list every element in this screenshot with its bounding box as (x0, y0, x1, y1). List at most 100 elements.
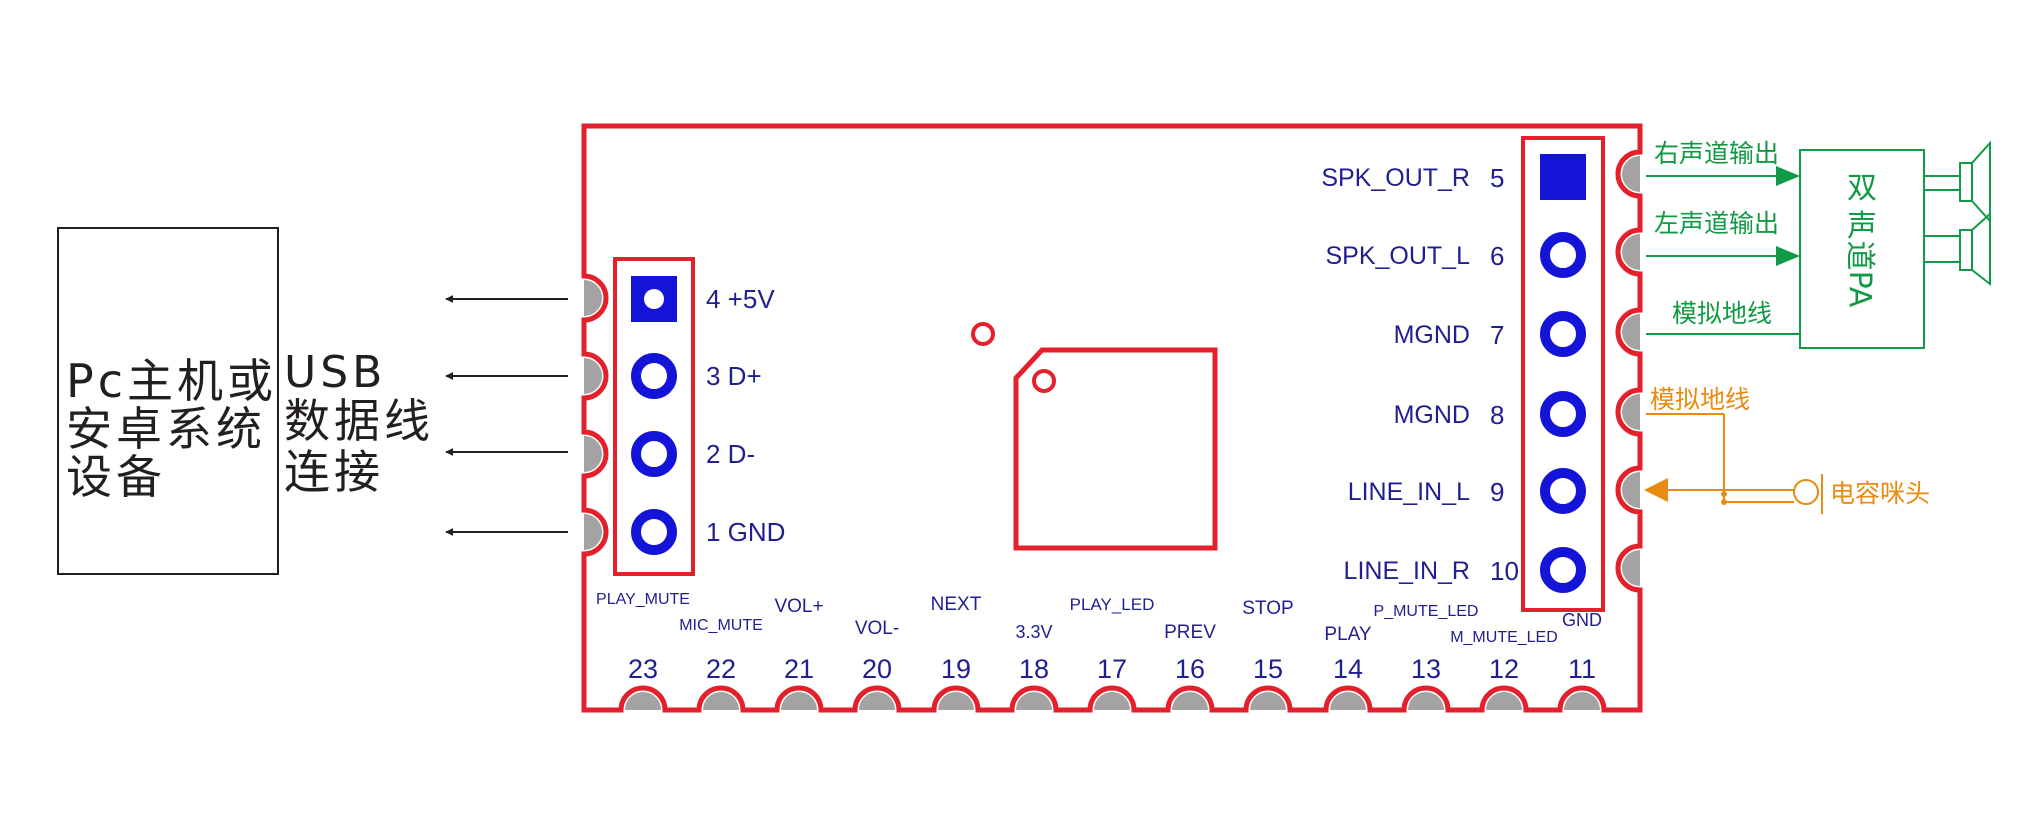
castellated-pad-right (1622, 234, 1640, 270)
bottom-pin-number: 21 (784, 654, 814, 684)
audio-pin-number: 10 (1490, 556, 1519, 586)
castellated-pad-left (584, 514, 602, 550)
usb-pin-round (631, 431, 677, 477)
audio-pin-round (1540, 468, 1586, 514)
bottom-pin-number: 15 (1253, 654, 1283, 684)
spk-r-label: 右声道输出 (1654, 139, 1779, 168)
mic-label: 电容咪头 (1830, 479, 1930, 508)
speaker-section: 右声道输出 左声道输出 模拟地线 双 声 道PA (1646, 139, 1991, 349)
bottom-pin-name: NEXT (931, 594, 982, 615)
bottom-pin-number: 19 (941, 654, 971, 684)
castellated-pad-right (1622, 314, 1640, 350)
audio-pin-name: SPK_OUT_R (1321, 164, 1470, 192)
audio-pin-name: MGND (1394, 401, 1470, 429)
castellated-pads (584, 156, 1640, 710)
bottom-pin-number: 20 (862, 654, 892, 684)
bottom-pin-number: 11 (1568, 654, 1596, 684)
bottom-pin-labels: 23PLAY_MUTE22MIC_MUTE21VOL+20VOL-19NEXT1… (596, 591, 1602, 684)
audio-pin-number: 6 (1490, 241, 1504, 271)
castellated-pad-bottom (625, 692, 661, 710)
bottom-pin-name: STOP (1242, 598, 1293, 619)
usb-label-line3: 连接 (284, 445, 384, 499)
castellated-pad-bottom (703, 692, 739, 710)
bottom-pin-name: VOL- (855, 618, 899, 639)
audio-pin-number: 9 (1490, 477, 1504, 507)
castellated-pad-left (584, 280, 602, 316)
audio-pin-round (1540, 311, 1586, 357)
usb-header-frame (613, 257, 695, 576)
mic-capsule-icon (1793, 479, 1819, 505)
bottom-pin-number: 12 (1489, 654, 1519, 684)
castellated-pad-right (1622, 550, 1640, 586)
castellated-pad-bottom (938, 692, 974, 710)
fiducial-mark (971, 322, 995, 346)
castellated-pad-bottom (1094, 692, 1130, 710)
usb-pin-label: 3 D+ (706, 361, 762, 391)
usb-pin-label: 1 GND (706, 517, 785, 547)
audio-pin-name: MGND (1394, 321, 1470, 349)
audio-pin-round (1540, 391, 1586, 437)
speaker-top-icon (1924, 140, 1991, 224)
bottom-pin-name: 3.3V (1015, 622, 1052, 642)
bottom-pin-name: PLAY_LED (1070, 595, 1155, 614)
usb-label-line2: 数据线 (284, 394, 434, 448)
bottom-pin-number: 18 (1019, 654, 1049, 684)
castellated-pad-bottom (1486, 692, 1522, 710)
usb-pin-hole (644, 289, 664, 309)
castellated-pad-right (1622, 156, 1640, 192)
board-outline (581, 123, 1643, 713)
bottom-pin-name: PLAY_MUTE (596, 591, 690, 608)
bottom-pin-name: VOL+ (774, 596, 823, 617)
castellated-pad-bottom (1408, 692, 1444, 710)
bottom-pin-name: PREV (1164, 622, 1216, 643)
audio-pin-name: LINE_IN_R (1344, 557, 1470, 585)
mic-arrow (1644, 478, 1668, 502)
host-label-line3: 设备 (66, 450, 166, 504)
usb-header: 4 +5V 3 D+ 2 D- 1 GND (613, 257, 785, 576)
main-chip (971, 322, 1218, 551)
bottom-pin-name: P_MUTE_LED (1374, 603, 1479, 620)
castellated-pad-bottom (1172, 692, 1208, 710)
audio-pin-name: LINE_IN_L (1348, 478, 1470, 506)
bottom-pin-number: 13 (1411, 654, 1441, 684)
mic-gnd-label: 模拟地线 (1650, 385, 1750, 414)
castellated-pad-right (1622, 394, 1640, 430)
bottom-pin-name: GND (1562, 610, 1602, 630)
mic-section: 模拟地线 电容咪头 (1644, 385, 1930, 514)
usb-pin-label: 2 D- (706, 439, 755, 469)
module-board (581, 123, 1643, 713)
castellated-pad-bottom (1564, 692, 1600, 710)
castellated-pad-left (584, 436, 602, 472)
audio-pin-number: 8 (1490, 400, 1504, 430)
usb-cable-label: USB 数据线 连接 (284, 347, 434, 499)
audio-pin-name: SPK_OUT_L (1325, 242, 1470, 270)
audio-pin-square (1540, 154, 1586, 200)
speaker-bottom-icon (1924, 211, 1991, 287)
audio-header-frame (1521, 136, 1605, 612)
usb-pin-round (631, 509, 677, 555)
castellated-pad-bottom (1250, 692, 1286, 710)
pa-label-line2: 声 (1847, 209, 1877, 244)
host-label-line1: Pc主机或 (66, 354, 277, 408)
bottom-pin-name: M_MUTE_LED (1450, 629, 1558, 646)
chip-pin1-mark (1032, 369, 1056, 393)
usb-pin-round (631, 353, 677, 399)
castellated-pad-left (584, 358, 602, 394)
castellated-pad-bottom (859, 692, 895, 710)
spk-l-label: 左声道输出 (1654, 209, 1779, 238)
mic-junction-top (1721, 491, 1727, 497)
host-device: Pc主机或 安卓系统 设备 (57, 227, 279, 575)
usb-label-line1: USB (284, 347, 386, 398)
usb-arrows (445, 295, 568, 536)
usb-pin-label: 4 +5V (706, 284, 775, 314)
bottom-pin-number: 16 (1175, 654, 1205, 684)
spk-l-arrow (1776, 246, 1800, 266)
spk-gnd-label: 模拟地线 (1672, 299, 1772, 328)
pa-label-line1: 双 (1847, 171, 1877, 206)
spk-r-arrow (1776, 166, 1800, 186)
bottom-pin-name: PLAY (1324, 624, 1372, 645)
host-label-line2: 安卓系统 (66, 402, 266, 456)
audio-header: 5SPK_OUT_R6SPK_OUT_L7MGND8MGND9LINE_IN_L… (1321, 136, 1605, 612)
castellated-pad-bottom (781, 692, 817, 710)
